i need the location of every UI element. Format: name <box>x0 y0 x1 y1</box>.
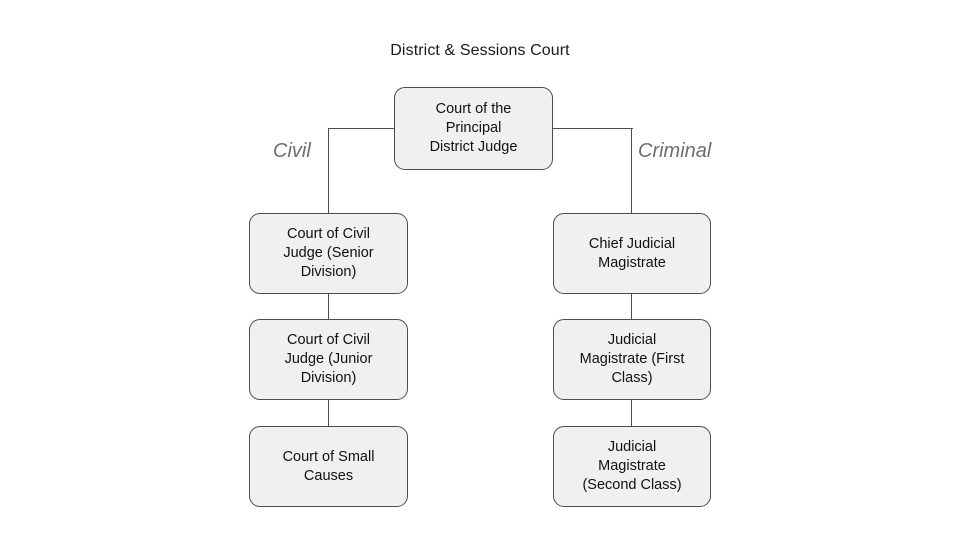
edge-root-to-criminal-vertical <box>631 128 633 214</box>
node-label: Judicial Magistrate (Second Class) <box>582 439 682 493</box>
branch-label-civil: Civil <box>273 140 311 162</box>
edge-civil-2-to-3 <box>328 399 330 426</box>
edge-criminal-2-to-3 <box>631 399 633 426</box>
edge-criminal-1-to-2 <box>631 293 633 320</box>
node-label: Chief Judicial Magistrate <box>588 235 676 271</box>
node-label: Court of Civil Judge (Junior Division) <box>284 332 373 386</box>
page-title: District & Sessions Court <box>390 42 570 59</box>
node-label: Court of Civil Judge (Senior Division) <box>283 226 374 280</box>
node-label: Judicial Magistrate (First Class) <box>579 332 685 386</box>
node-judicial-magistrate-first-class[interactable]: Judicial Magistrate (First Class) <box>553 319 711 400</box>
edge-root-to-civil-horizontal <box>328 128 395 130</box>
node-chief-judicial-magistrate[interactable]: Chief Judicial Magistrate <box>553 213 711 294</box>
edge-root-to-civil-vertical <box>328 128 330 214</box>
node-civil-judge-senior-division[interactable]: Court of Civil Judge (Senior Division) <box>249 213 408 294</box>
node-judicial-magistrate-second-class[interactable]: Judicial Magistrate (Second Class) <box>553 426 711 507</box>
edge-root-to-criminal-horizontal <box>552 128 633 130</box>
node-court-of-small-causes[interactable]: Court of Small Causes <box>249 426 408 507</box>
node-principal-district-judge[interactable]: Court of the Principal District Judge <box>394 87 553 170</box>
branch-label-criminal: Criminal <box>638 140 712 162</box>
edge-civil-1-to-2 <box>328 293 330 320</box>
node-civil-judge-junior-division[interactable]: Court of Civil Judge (Junior Division) <box>249 319 408 400</box>
node-label: Court of the Principal District Judge <box>429 101 518 155</box>
node-label: Court of Small Causes <box>282 448 375 484</box>
